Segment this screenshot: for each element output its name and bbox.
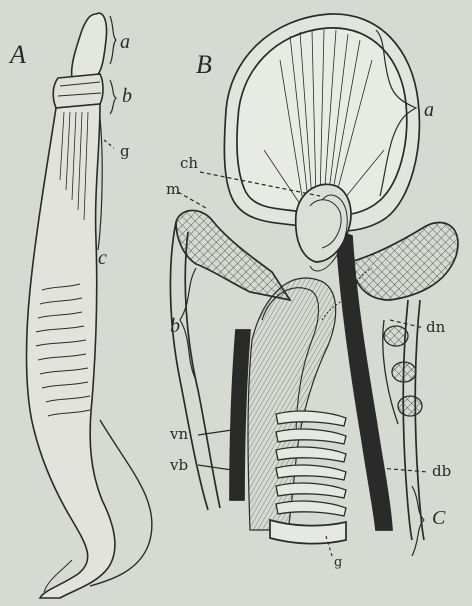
figure-a-label-a: a (120, 32, 130, 52)
figure-a-label-b: b (122, 86, 132, 106)
figure-b-label-ch: ch (180, 156, 198, 171)
figure-b-label-g: g (334, 556, 342, 569)
figure-a-body (27, 13, 152, 598)
figure-b-letter: B (196, 52, 212, 78)
figure-b-body (170, 14, 458, 544)
figure-b-label-a: a (424, 100, 434, 120)
figure-b-label-dn: dn (426, 320, 445, 335)
figure-b-label-c: C (432, 508, 445, 528)
figure-a-label-g: g (120, 144, 130, 159)
figure-a-label-c: c (98, 248, 107, 268)
figure-b-label-vb: vb (170, 458, 188, 473)
figure-b-label-vn: vn (170, 427, 188, 442)
figure-b-label-db: db (432, 464, 451, 479)
figure-b-label-m: m (166, 182, 180, 197)
figure-a-letter: A (10, 42, 26, 68)
figure-b-label-b: b (170, 316, 180, 336)
